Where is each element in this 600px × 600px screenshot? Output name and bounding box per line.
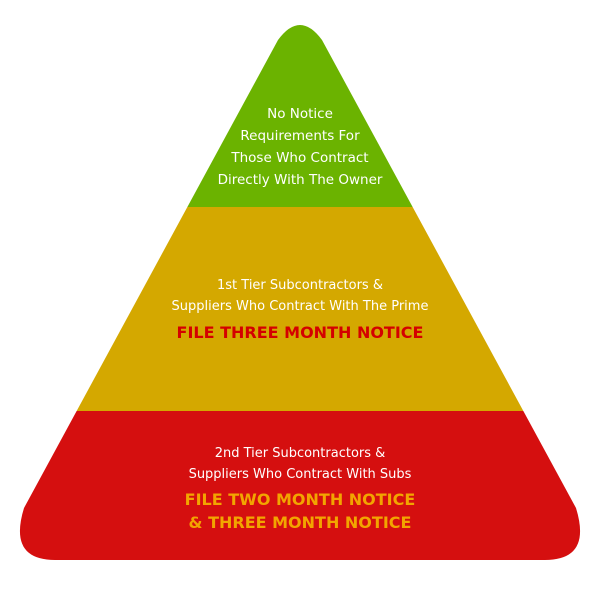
tier-top-line: Requirements For (240, 128, 360, 144)
tier-bottom-band (19, 411, 581, 560)
tier-top-line: Those Who Contract (231, 150, 369, 166)
tier-middle-line: Suppliers Who Contract With The Prime (171, 299, 429, 314)
tier-bottom-notice: & THREE MONTH NOTICE (188, 513, 412, 532)
tier-bottom-text: 2nd Tier Subcontractors & Suppliers Who … (0, 443, 600, 534)
tier-middle-line: 1st Tier Subcontractors & (217, 278, 383, 293)
tier-middle-text: 1st Tier Subcontractors & Suppliers Who … (0, 275, 600, 344)
tier-bottom-notice: FILE TWO MONTH NOTICE (184, 490, 416, 509)
tier-top-line: Directly With The Owner (217, 172, 383, 188)
tier-bottom-line: Suppliers Who Contract With Subs (188, 467, 412, 482)
tier-top-text: No Notice Requirements For Those Who Con… (0, 103, 600, 191)
tier-top-line: No Notice (267, 106, 333, 122)
tier-bottom-line: 2nd Tier Subcontractors & (214, 446, 386, 461)
tier-middle-notice: FILE THREE MONTH NOTICE (176, 323, 424, 342)
